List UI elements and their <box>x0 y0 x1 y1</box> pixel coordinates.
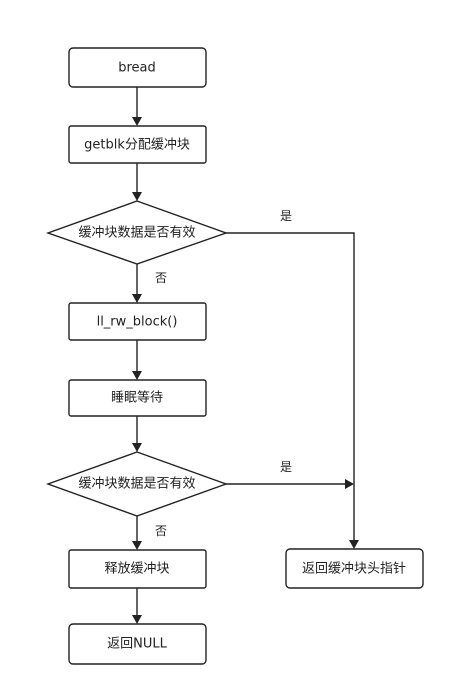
node-ll-rw-block: ll_rw_block() <box>68 302 207 341</box>
node-return-ptr: 返回缓冲块头指针 <box>285 548 424 589</box>
node-check2: 缓冲块数据是否有效 <box>45 451 229 517</box>
node-getblk: getblk分配缓冲块 <box>68 125 207 164</box>
arrowhead <box>132 192 142 201</box>
node-label: 睡眠等待 <box>111 390 163 406</box>
edge-check1-yes <box>226 232 355 541</box>
process-box <box>68 125 207 164</box>
arrowhead <box>132 615 142 624</box>
process-box <box>285 548 424 589</box>
node-label: 返回NULL <box>107 637 167 652</box>
node-return-null: 返回NULL <box>68 623 207 665</box>
node-label: 缓冲块数据是否有效 <box>78 477 195 492</box>
arrowhead <box>349 540 359 549</box>
edge-label-check1-yes: 是 <box>280 209 292 223</box>
node-label: 释放缓冲块 <box>104 562 169 577</box>
decision-diamond <box>45 200 229 265</box>
process-box <box>68 47 207 88</box>
decision-diamond <box>45 451 229 517</box>
edges <box>132 87 359 624</box>
process-box <box>68 549 207 589</box>
process-box <box>68 379 207 417</box>
edge-label-check2-no: 否 <box>155 524 167 538</box>
arrowhead <box>345 479 354 489</box>
node-release: 释放缓冲块 <box>68 549 207 589</box>
node-label: 返回缓冲块头指针 <box>302 562 406 577</box>
node-label: 缓冲块数据是否有效 <box>78 226 195 241</box>
process-box <box>68 623 207 665</box>
arrowhead <box>132 443 142 452</box>
node-label: ll_rw_block() <box>97 315 178 330</box>
node-check1: 缓冲块数据是否有效 <box>45 200 229 265</box>
node-label: getblk分配缓冲块 <box>84 138 190 153</box>
process-box <box>68 302 207 341</box>
arrowhead <box>132 117 142 126</box>
arrowhead <box>132 294 142 303</box>
node-sleep: 睡眠等待 <box>68 379 207 417</box>
arrowhead <box>132 541 142 550</box>
edge-label-check1-no: 否 <box>155 271 167 285</box>
node-bread: bread <box>68 47 207 88</box>
edge-label-check2-yes: 是 <box>280 460 292 474</box>
node-label: bread <box>118 61 156 76</box>
arrowhead <box>132 371 142 380</box>
